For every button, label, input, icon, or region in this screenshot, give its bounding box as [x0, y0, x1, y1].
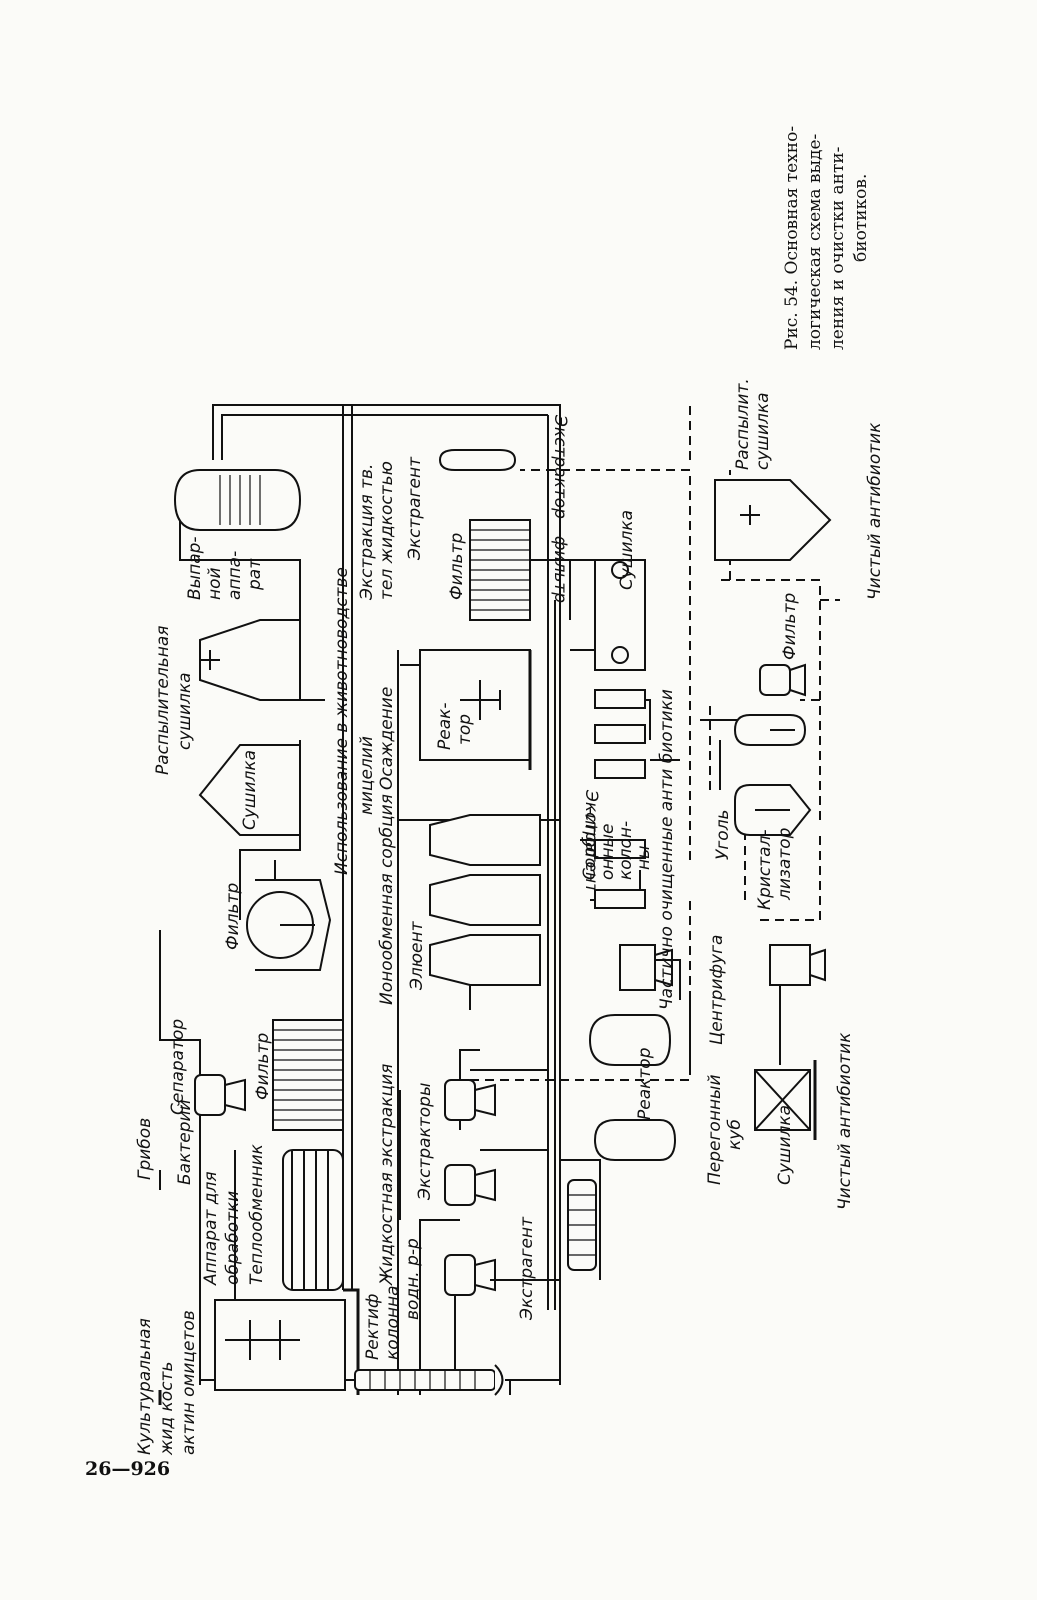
ion-exchange-columns — [429, 814, 541, 986]
spray-dryer-2 — [714, 479, 832, 561]
label-culture-liquid-1: Культуральная — [135, 1318, 155, 1455]
label-fungi: Грибов — [135, 1118, 155, 1180]
label-precipitation: Осаждение — [377, 687, 397, 790]
label-evaporator-4: рат — [245, 558, 265, 591]
figure-caption: Рис. 54. Основная техно- логическая схем… — [782, 126, 871, 350]
equipment — [173, 449, 832, 1396]
label-culture-liquid-3: актин омицетов — [179, 1310, 199, 1455]
label-reactor-3: Реактор — [635, 1047, 655, 1120]
separator — [194, 1074, 246, 1116]
centrifuge — [619, 944, 673, 991]
belt-dryer — [594, 559, 646, 671]
dryer-box-x — [754, 1060, 817, 1140]
label-sorption-3: колон- — [616, 821, 636, 880]
filter-press-1 — [272, 1019, 344, 1131]
crystallizer — [734, 784, 812, 836]
caption-line-1: Рис. 54. Основная техно- — [782, 126, 802, 350]
label-spray-dryer-short-2: сушилка — [753, 392, 773, 470]
centrifuge-2 — [769, 944, 826, 986]
label-filter-3: Фильтр — [447, 533, 467, 600]
label-centrifuge: Центрифуга — [707, 935, 727, 1045]
label-sorption-4: ны — [634, 845, 654, 870]
label-rectif-2: колонна — [383, 1285, 403, 1360]
reactor-2 — [588, 1014, 672, 1066]
label-spray-dryer-short-1: Распылит. — [733, 378, 753, 470]
label-eluent: Элюент — [407, 920, 427, 991]
label-sorption-1: Сорбци- — [580, 808, 600, 880]
caption-line-3: ления и очистки анти- — [828, 147, 848, 350]
label-livestock-use: Использование в животноводстве — [332, 567, 352, 875]
label-reactor-2: тор — [455, 714, 475, 745]
page-number: 26—926 — [85, 1458, 170, 1480]
label-dryer-3: Сушилка — [775, 1105, 795, 1185]
label-sorption-2: онные — [598, 823, 618, 880]
coal-mixer — [733, 714, 807, 746]
dryer-hopper-1 — [198, 744, 301, 836]
reactor-tank — [419, 649, 532, 770]
label-pure-antibiotic-2: Чистый антибиотик — [865, 422, 885, 600]
drum-filter — [246, 879, 332, 971]
rectification-column — [354, 1364, 504, 1396]
label-still-1: Перегонный — [705, 1074, 725, 1185]
label-pure-antibiotic-1: Чистый антибиотик — [835, 1032, 855, 1210]
filter-press-2 — [469, 519, 531, 621]
small-filter — [759, 663, 806, 697]
label-crystallizer-2: лизатор — [775, 827, 795, 901]
label-crystallizer-1: Кристал- — [755, 829, 775, 910]
label-liquid-extraction: Жидкостная экстракция — [377, 1064, 397, 1286]
label-extragent-1: Экстрагент — [405, 456, 425, 561]
heat-exchanger — [282, 1149, 344, 1291]
label-reactor-1: Реак- — [435, 702, 455, 750]
label-partially-purified: Частично очищенные анти биотики — [657, 689, 677, 1010]
label-extragent-2: Экстрагент — [517, 1216, 537, 1321]
caption-line-2: логическая схема выде- — [805, 134, 825, 350]
condenser — [567, 1179, 597, 1271]
label-apparatus-2: обработки — [223, 1191, 243, 1285]
label-extractors: Экстракторы — [415, 1083, 435, 1201]
evaporator — [173, 469, 302, 531]
caption-line-4: биотиков. — [851, 174, 871, 262]
label-ion-exchange: Ионообменная сорбция — [377, 794, 397, 1005]
spray-dryer-1 — [199, 619, 301, 701]
sorption-columns — [594, 689, 646, 909]
label-filter-4: Фильтр — [780, 593, 800, 660]
label-spray-dryer-2: сушилка — [175, 672, 195, 750]
label-filter-2: Фильтр — [223, 883, 243, 950]
distillation-still — [593, 1119, 677, 1161]
label-dryer-2: Сушилка — [617, 510, 637, 590]
label-dryer-1: Сушилка — [240, 750, 260, 830]
label-apparatus-1: Аппарат для — [201, 1171, 221, 1286]
label-filter-1: Фильтр — [253, 1033, 273, 1100]
label-extractor-filter: Экстрактор - фильтр — [550, 414, 570, 603]
label-spray-dryer-1: Распылительная — [153, 626, 173, 775]
diagram-labels: Культуральная жид кость актин омицетов Г… — [135, 378, 885, 1456]
label-still-2: куб — [725, 1119, 745, 1150]
label-culture-liquid-2: жид кость — [157, 1362, 177, 1456]
label-heat-exchanger: Теплообменник — [247, 1143, 267, 1285]
label-separator: Сепаратор — [168, 1019, 188, 1115]
extractor-filter — [438, 449, 517, 471]
label-extraction-1: Экстракция тв. — [357, 464, 377, 601]
label-evaporator-3: аппа- — [225, 551, 245, 600]
label-evaporator-1: Выпар- — [185, 536, 205, 600]
label-rectif-1: Ректиф — [363, 1294, 383, 1360]
label-coal: Уголь — [713, 809, 733, 860]
label-bacteria: Бактерий — [175, 1099, 195, 1185]
extractors — [444, 1079, 496, 1296]
label-evaporator-2: ной — [205, 567, 225, 600]
label-extraction-2: тел жидкостью — [377, 461, 397, 600]
label-rectif-3: водн. р-р — [403, 1238, 423, 1320]
label-mycelium: мицелий — [357, 736, 377, 815]
label-extragent-3: Экстрагент — [581, 789, 601, 894]
